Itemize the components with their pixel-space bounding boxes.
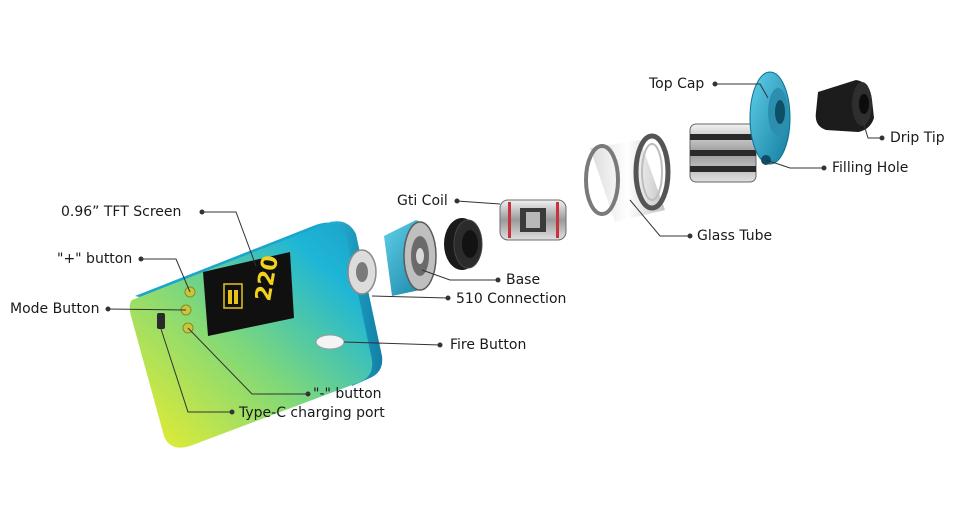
tft-screen <box>203 252 294 336</box>
label-mode-button: Mode Button <box>10 301 100 317</box>
label-fire-button: Fire Button <box>450 337 527 353</box>
label-tft-screen: 0.96” TFT Screen <box>61 204 182 220</box>
gti-coil <box>499 199 567 241</box>
label-base: Base <box>506 272 541 288</box>
tank-base <box>384 220 437 296</box>
seal-ring <box>444 218 483 270</box>
label-filling-hole: Filling Hole <box>832 160 909 176</box>
mod-body <box>129 221 383 448</box>
label-510-connection: 510 Connection <box>456 291 567 307</box>
label-plus-button: "+" button <box>57 251 133 267</box>
label-type-c-port: Type-C charging port <box>239 405 385 421</box>
type-c-port <box>157 313 165 329</box>
chimney-section <box>689 123 757 183</box>
top-cap <box>749 71 791 165</box>
drip-tip <box>815 80 874 132</box>
glass-tube <box>584 133 671 222</box>
label-minus-button: "-" button <box>313 386 382 402</box>
label-glass-tube: Glass Tube <box>697 228 773 244</box>
leader-lines <box>105 81 885 415</box>
label-top-cap: Top Cap <box>649 76 705 92</box>
label-drip-tip: Drip Tip <box>890 130 945 146</box>
label-gti-coil: Gti Coil <box>397 193 448 209</box>
